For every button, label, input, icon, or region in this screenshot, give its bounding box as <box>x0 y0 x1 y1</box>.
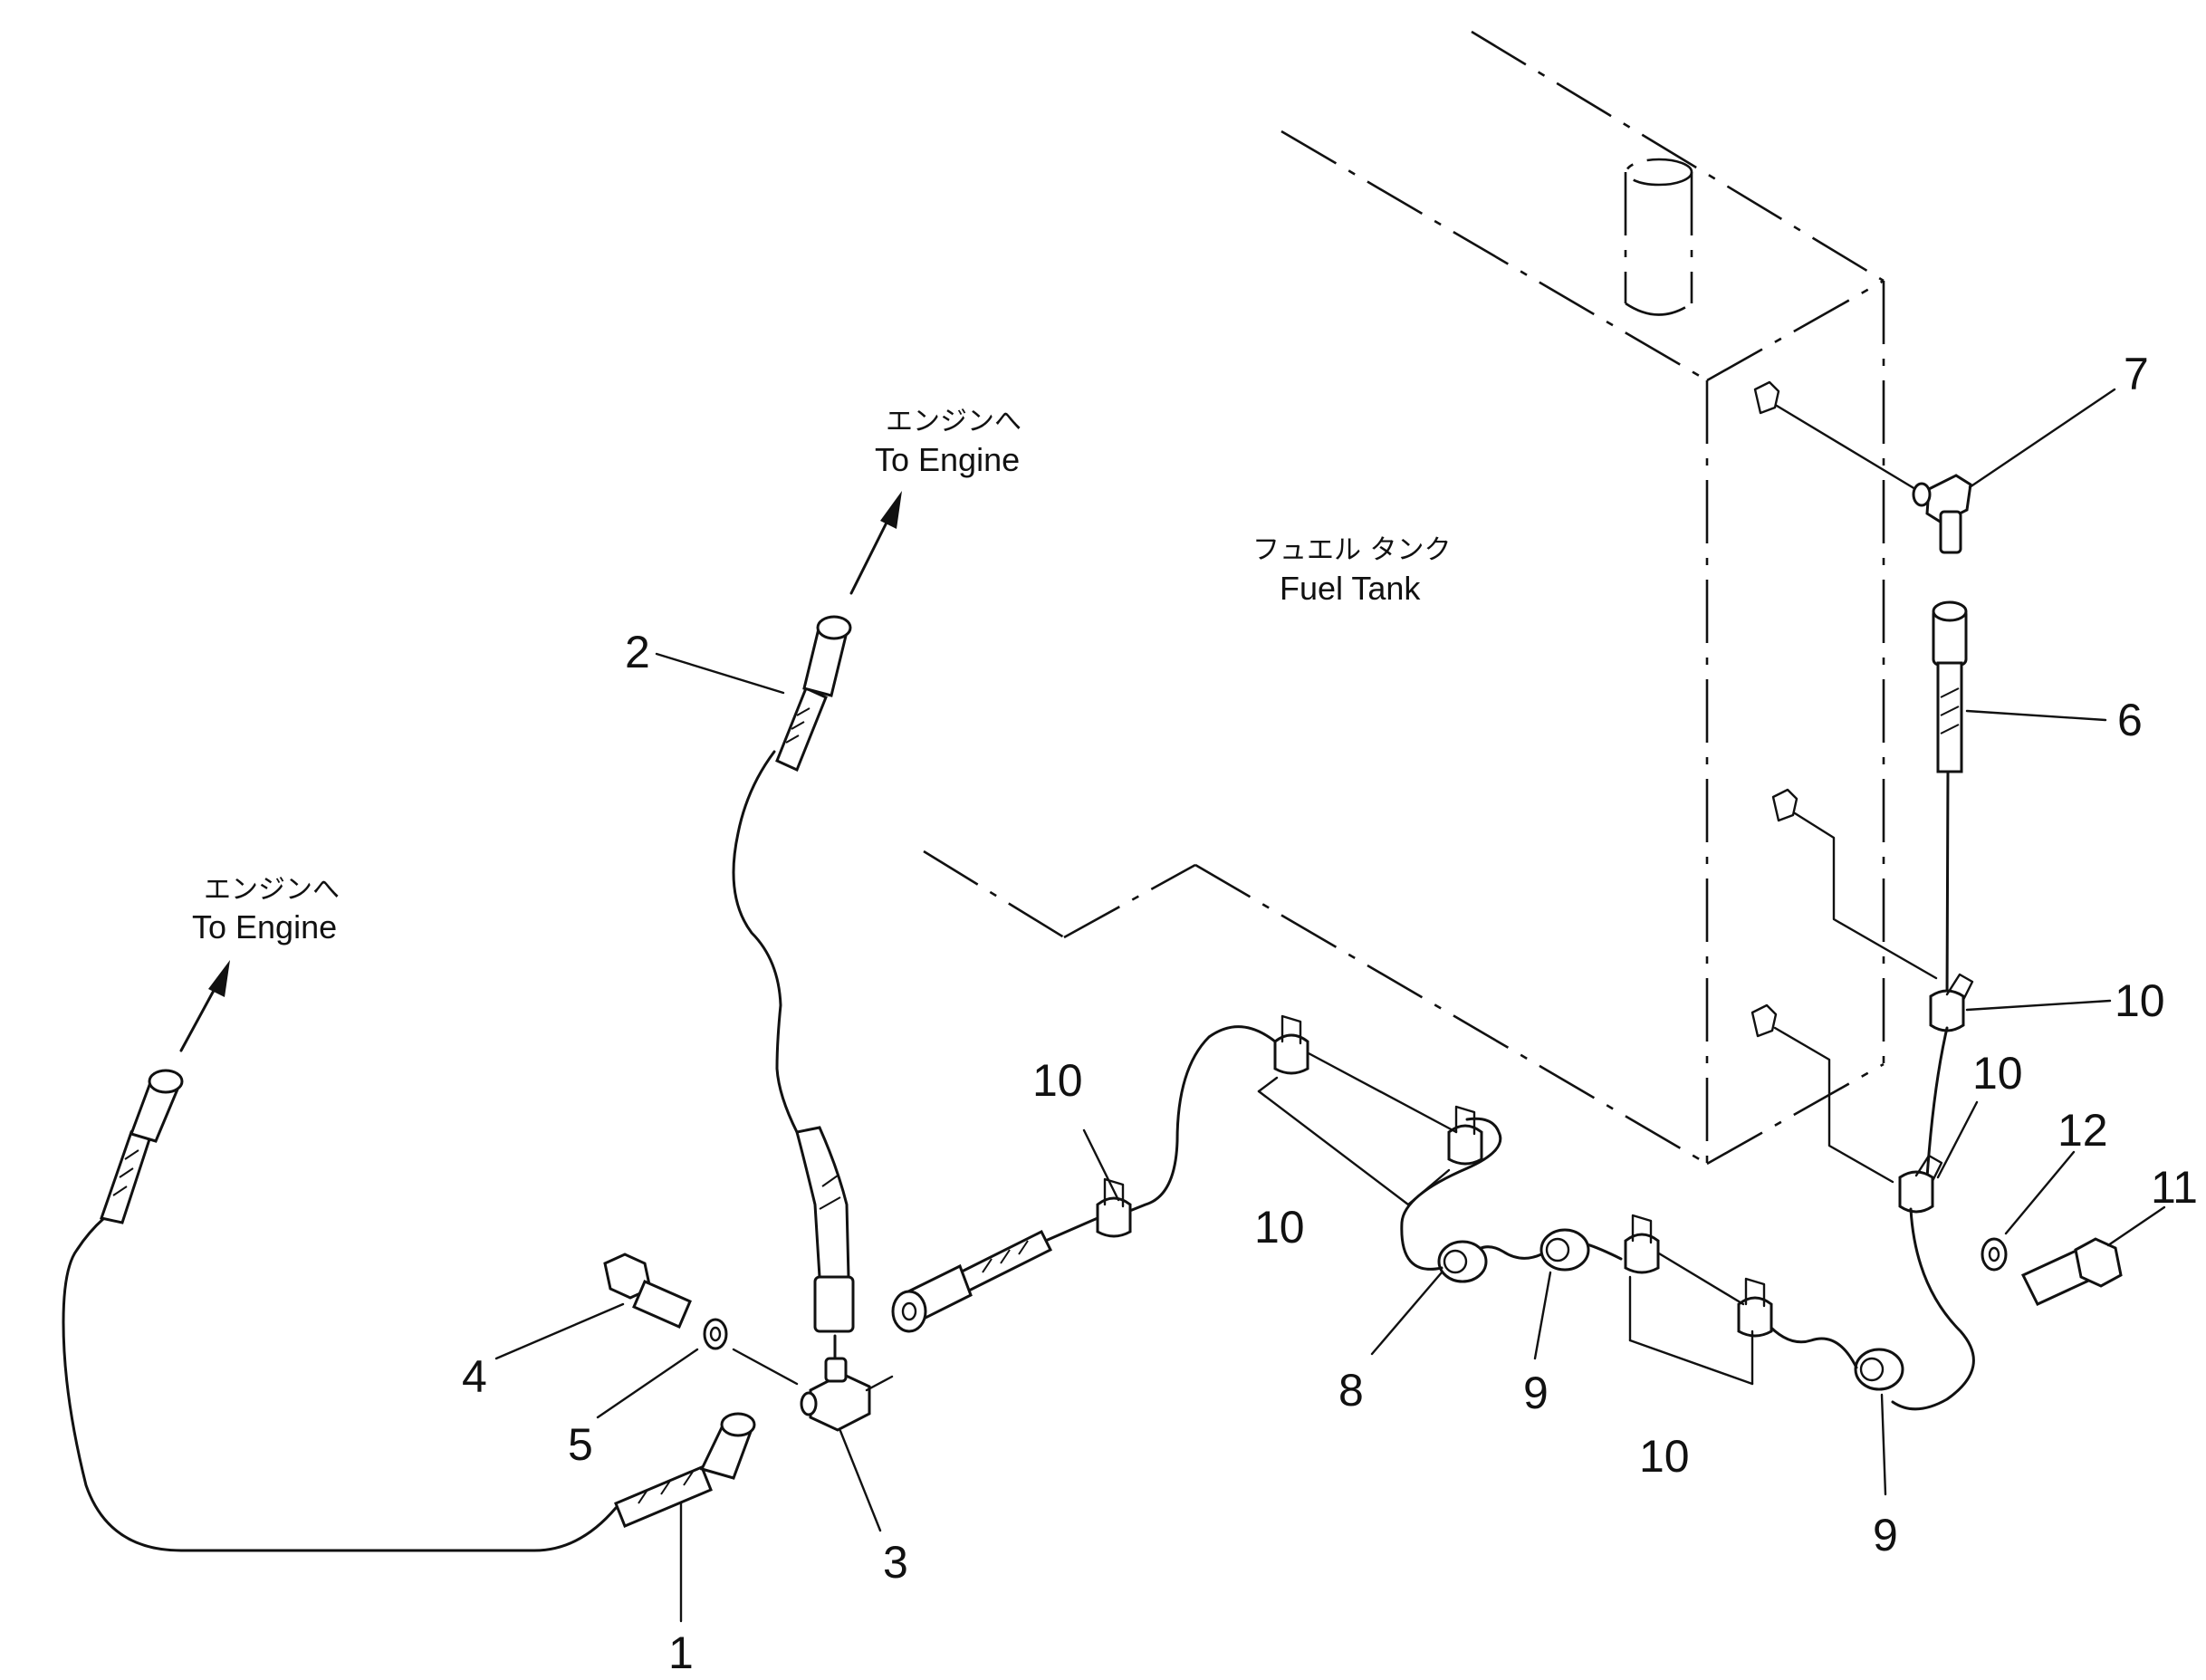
hose-part-1-lower <box>614 1412 756 1528</box>
leader-lines <box>494 388 2166 1623</box>
hose-assembly-center <box>891 1229 1053 1333</box>
hose-curve-to-grommet <box>1891 1207 1975 1411</box>
leader-10-upper-a <box>1257 1090 1410 1206</box>
hose-part-2-line <box>732 750 799 1134</box>
hose-part-2-lower-end <box>795 1126 855 1333</box>
grommet-part-9-left <box>1539 1228 1590 1272</box>
washer-part-12 <box>1981 1237 2008 1272</box>
arrow-to-engine-upper-head <box>880 491 902 529</box>
label-to-engine-lower: エンジンへ To Engine <box>192 874 340 946</box>
callout-2: 2 <box>625 627 650 677</box>
tank-bracket-middle <box>1771 788 1938 980</box>
grommet-part-9-right <box>1854 1348 1904 1391</box>
clip-vertical-upper <box>1929 973 1974 1032</box>
washer-part-5 <box>703 1318 728 1350</box>
callout-9-left: 9 <box>1523 1368 1549 1418</box>
hose-upper-loop <box>1126 1025 1277 1214</box>
callout-10-clamp-left: 10 <box>1032 1055 1083 1106</box>
tank-bracket-upper <box>1753 380 1940 504</box>
bolt-part-4 <box>603 1253 692 1329</box>
clamp-bar-upper <box>1293 1044 1458 1134</box>
callout-10-vertical-lower: 10 <box>1972 1048 2023 1099</box>
arrow-to-engine-upper-shaft <box>849 519 889 595</box>
to-engine-upper-en: To Engine <box>875 441 1020 478</box>
fuel-tank-label-jp: フュエル タンク <box>1252 534 1452 566</box>
leader-10-upper-c <box>1406 1168 1451 1206</box>
callout-11: 11 <box>2151 1162 2198 1213</box>
hose-left-to-clamp <box>1040 1216 1099 1244</box>
callout-10-vertical-upper: 10 <box>2115 975 2165 1026</box>
callout-9-right: 9 <box>1873 1510 1898 1560</box>
fuel-tank-label-en: Fuel Tank <box>1280 570 1421 607</box>
fuel-tank <box>923 30 1885 1166</box>
callout-1: 1 <box>668 1627 694 1678</box>
callout-12: 12 <box>2057 1105 2108 1156</box>
callout-numbers: 1 2 3 4 5 6 7 8 9 9 10 10 10 10 10 11 12 <box>462 349 2198 1678</box>
to-engine-lower-jp: エンジンへ <box>204 874 340 906</box>
hose-loop-up <box>1400 1117 1502 1271</box>
to-engine-upper-jp: エンジンへ <box>886 406 1021 437</box>
callout-5: 5 <box>568 1419 593 1470</box>
washer-to-tee-line <box>732 1348 799 1386</box>
clamp-left-hose <box>1096 1177 1132 1238</box>
hose-part-1-line <box>62 1216 618 1552</box>
clamp-bar-mid <box>1648 1246 1745 1306</box>
arrow-to-engine-lower-head <box>208 960 230 997</box>
to-engine-lower-en: To Engine <box>192 908 337 946</box>
hose-drop-lower <box>1925 1026 1949 1179</box>
clamp-mid-right <box>1737 1277 1773 1338</box>
hose-part-2-upper <box>775 615 852 773</box>
arrow-to-engine-lower-shaft <box>179 985 217 1052</box>
hose-part-1-upper <box>100 1069 184 1224</box>
clamp-upper-left <box>1273 1014 1309 1075</box>
clamp-upper-right <box>1447 1105 1483 1166</box>
callout-4: 4 <box>462 1351 487 1402</box>
callout-10-mid-clamps: 10 <box>1639 1431 1690 1482</box>
callout-8: 8 <box>1338 1365 1364 1416</box>
fuel-tank-label: フュエル タンク Fuel Tank <box>1252 534 1452 607</box>
callout-3: 3 <box>883 1537 908 1588</box>
elbow-fitting-part-7 <box>1912 474 1972 554</box>
leader-10-upper-b <box>1257 1076 1279 1093</box>
label-to-engine-upper: エンジンへ To Engine <box>875 406 1021 478</box>
tee-fitting-part-3 <box>800 1357 894 1432</box>
callout-7: 7 <box>2124 349 2149 399</box>
callout-10-upper-clamps: 10 <box>1254 1202 1305 1253</box>
bolt-part-11 <box>2020 1237 2123 1306</box>
grommet-part-8 <box>1437 1240 1488 1283</box>
hose-mid-right <box>1755 1307 1858 1369</box>
vertical-hose-part-6 <box>1932 600 1968 1003</box>
callout-6: 6 <box>2117 695 2143 745</box>
clip-vertical-lower <box>1898 1154 1943 1214</box>
tank-bracket-lower <box>1750 1003 1894 1184</box>
leader-10-mid-b <box>1628 1339 1754 1386</box>
clamp-mid-left <box>1624 1214 1660 1274</box>
